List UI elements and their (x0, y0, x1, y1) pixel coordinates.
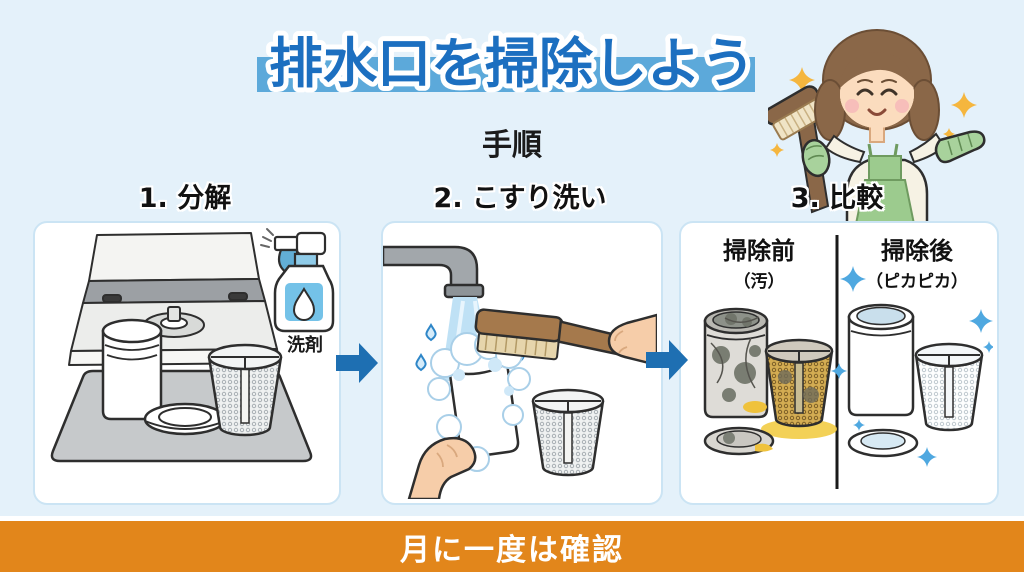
arrow-right-icon (646, 340, 688, 380)
footer-banner: 月に一度は確認 (0, 521, 1024, 572)
spray-bottle-icon (260, 228, 335, 333)
panel-compare: 掃除前 （汚） 掃除後 （ピカピカ） (679, 221, 999, 505)
closed-eyes (856, 88, 898, 96)
before-title: 掃除前 (723, 237, 795, 265)
footer-separator (0, 516, 1024, 521)
page-title-text: 排水口を掃除しよう (269, 32, 755, 95)
arrow-right-icon (336, 343, 378, 383)
step-label-2: 2. こすり洗い (433, 183, 607, 214)
glove-open-palm (934, 130, 986, 164)
footer-message: 月に一度は確認 (400, 532, 624, 568)
compare-after-header: 掃除後 （ピカピカ） (841, 231, 993, 292)
disassembly-illustration: 洗剤 (50, 228, 335, 463)
bangs (840, 52, 914, 88)
section-heading: 手順 (482, 128, 542, 163)
step-label-1: 1. 分解 (138, 183, 232, 214)
compare-before-header: 掃除前 （汚） (681, 231, 837, 292)
panel-disassembly: 洗剤 (33, 221, 341, 505)
face (840, 60, 914, 128)
cleaning-woman-illustration (768, 29, 986, 224)
strainer-basket (207, 343, 283, 437)
gold-sparkles-icon (770, 67, 977, 157)
strainer-basket (531, 388, 605, 477)
step-label-3: 3. 比較 (790, 183, 884, 214)
hand-right (607, 313, 657, 367)
smile (867, 108, 887, 116)
hand-left (407, 436, 477, 499)
drain-lid-ring (143, 402, 227, 436)
after-title: 掃除後 (881, 237, 953, 265)
before-note: （汚） (733, 272, 785, 292)
dirty-parts (703, 307, 837, 456)
scrubbing-illustration (383, 245, 657, 499)
soap-foam (427, 330, 531, 472)
scrub-brush-icon (768, 85, 827, 141)
title-highlight-band (257, 57, 755, 92)
blue-sparkles-icon (831, 266, 993, 467)
after-note: （ピカピカ） (866, 272, 968, 292)
faucet-icon (383, 245, 485, 299)
drain-cup (101, 318, 163, 421)
detergent-label: 洗剤 (287, 334, 323, 356)
apron (854, 143, 916, 224)
clean-parts (831, 266, 993, 467)
compare-illustration (703, 235, 993, 489)
page-title: 排水口を掃除しよう (264, 27, 760, 100)
glove-fist (801, 138, 831, 178)
panel-scrub (381, 221, 663, 505)
